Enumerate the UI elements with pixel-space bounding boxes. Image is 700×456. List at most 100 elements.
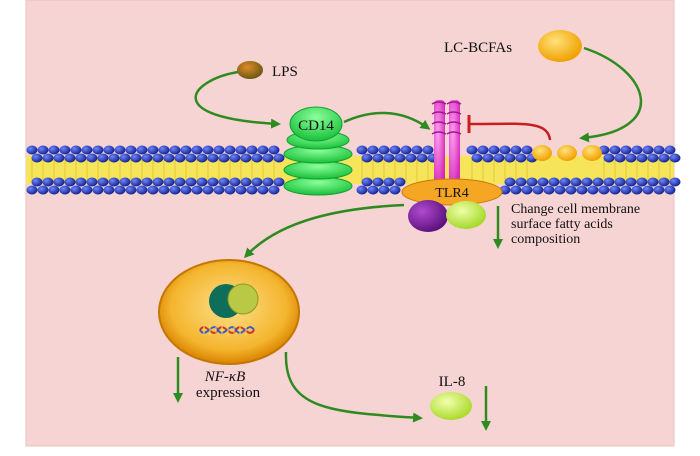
membrane-inner-head-54-3 xyxy=(609,185,621,195)
tlr4-receptor: TLR4 xyxy=(401,100,503,232)
membrane-inner-heads xyxy=(26,177,681,195)
membrane-outer-head-56-1 xyxy=(636,153,648,163)
membrane-inner-head-31-3 xyxy=(356,185,368,195)
membrane-outer-head-31-0 xyxy=(356,145,368,155)
membrane-outer-head-13-0 xyxy=(158,145,170,155)
membrane-inner-head-56-2 xyxy=(636,177,648,187)
membrane-outer-head-23-0 xyxy=(268,145,280,155)
membrane-outer-head-5-1 xyxy=(75,153,87,163)
membrane-inner-head-14-3 xyxy=(169,185,181,195)
membrane-inner-head-22-3 xyxy=(257,185,269,195)
membrane-outer-head-2-0 xyxy=(37,145,49,155)
cd14-disc-3 xyxy=(283,160,353,180)
membrane-outer-head-12-0 xyxy=(147,145,159,155)
arrow-lps-to-cd14 xyxy=(194,70,281,129)
membrane-inner-head-8-3 xyxy=(103,185,115,195)
membrane-outer-heads xyxy=(26,145,681,163)
arrow-nucleus-to-il8 xyxy=(284,351,423,423)
tlr4-label: TLR4 xyxy=(435,186,468,201)
nfkb-expression-label: expression xyxy=(196,385,261,401)
membrane-outer-head-6-0 xyxy=(81,145,93,155)
membrane-outer-head-6-1 xyxy=(86,153,98,163)
membrane-inner-head-15-2 xyxy=(185,177,197,187)
membrane-inner-head-2-3 xyxy=(37,185,49,195)
membrane-inner-head-4-2 xyxy=(64,177,76,187)
membrane-inner-head-10-2 xyxy=(130,177,142,187)
membrane-inner-head-34-2 xyxy=(394,177,406,187)
tlr4-base xyxy=(401,178,503,206)
membrane-inner-head-52-2 xyxy=(592,177,604,187)
membrane-outer-head-57-1 xyxy=(647,153,659,163)
membrane-inner-head-46-3 xyxy=(521,185,533,195)
membrane-outer-head-32-1 xyxy=(372,153,384,163)
membrane-outer-head-45-0 xyxy=(510,145,522,155)
lc-bcfa-inserted-1 xyxy=(532,145,552,161)
membrane-inner-head-51-3 xyxy=(576,185,588,195)
membrane-inner-head-55-3 xyxy=(620,185,632,195)
arrow-tlr4-to-nucleus xyxy=(243,203,405,259)
membrane-outer-head-15-1 xyxy=(185,153,197,163)
membrane-inner-head-45-2 xyxy=(515,177,527,187)
membrane-inner-head-33-2 xyxy=(383,177,395,187)
membrane-outer-head-22-0 xyxy=(257,145,269,155)
membrane-inner-head-20-2 xyxy=(240,177,252,187)
membrane-outer-head-17-0 xyxy=(202,145,214,155)
membrane-outer-head-55-0 xyxy=(620,145,632,155)
membrane-outer-head-9-0 xyxy=(114,145,126,155)
membrane-inner-head-58-3 xyxy=(653,185,665,195)
cd14-receptor: CD14 xyxy=(283,106,353,196)
membrane-inner-head-49-2 xyxy=(559,177,571,187)
membrane-inner-head-56-3 xyxy=(631,185,643,195)
membrane-outer-head-56-0 xyxy=(631,145,643,155)
membrane-outer-head-43-1 xyxy=(493,153,505,163)
membrane-outer-head-4-0 xyxy=(59,145,71,155)
membrane-outer-head-11-1 xyxy=(141,153,153,163)
membrane-inner-head-58-2 xyxy=(658,177,670,187)
membrane-outer-head-59-1 xyxy=(669,153,681,163)
membrane-outer-head-45-1 xyxy=(515,153,527,163)
membrane-inner-head-59-2 xyxy=(669,177,681,187)
membrane-outer-head-35-0 xyxy=(400,145,412,155)
membrane-inner-head-53-2 xyxy=(603,177,615,187)
membrane-outer-head-42-0 xyxy=(477,145,489,155)
lc-bcfas-label: LC-BCFAs xyxy=(444,40,512,56)
membrane-inner-head-57-2 xyxy=(647,177,659,187)
membrane-outer-head-11-0 xyxy=(136,145,148,155)
membrane-outer-head-16-0 xyxy=(191,145,203,155)
tlr4-stalk-right xyxy=(446,100,462,184)
cd14-label: CD14 xyxy=(298,118,334,134)
il8-group: IL-8 xyxy=(430,374,491,431)
membrane-outer-head-3-1 xyxy=(53,153,65,163)
membrane-inner-head-21-2 xyxy=(251,177,263,187)
membrane-inner-head-8-2 xyxy=(108,177,120,187)
membrane-outer-head-34-1 xyxy=(394,153,406,163)
membrane-inner-head-22-2 xyxy=(262,177,274,187)
membrane-outer-head-44-1 xyxy=(504,153,516,163)
cd14-disc-4 xyxy=(283,176,353,196)
membrane-inner-head-6-3 xyxy=(81,185,93,195)
membrane-outer-head-20-0 xyxy=(235,145,247,155)
membrane-outer-head-8-0 xyxy=(103,145,115,155)
membrane-inner-head-31-2 xyxy=(361,177,373,187)
membrane-outer-head-23-1 xyxy=(273,153,285,163)
membrane-inner-head-50-3 xyxy=(565,185,577,195)
membrane-outer-head-35-1 xyxy=(405,153,417,163)
lps-molecule-icon xyxy=(237,61,263,79)
il8-molecule-icon xyxy=(430,392,472,420)
membrane-outer-head-20-1 xyxy=(240,153,252,163)
membrane-outer-head-37-0 xyxy=(422,145,434,155)
membrane-inner-head-18-2 xyxy=(218,177,230,187)
membrane-inner-head-4-3 xyxy=(59,185,71,195)
membrane-outer-head-13-1 xyxy=(163,153,175,163)
lps-group: LPS xyxy=(194,61,298,129)
membrane-outer-head-19-1 xyxy=(229,153,241,163)
membrane-outer-head-54-0 xyxy=(609,145,621,155)
membrane-outer-head-34-0 xyxy=(389,145,401,155)
membrane-outer-head-3-0 xyxy=(48,145,60,155)
membrane-inner-head-23-3 xyxy=(268,185,280,195)
membrane-outer-head-9-1 xyxy=(119,153,131,163)
membrane-inner-head-20-3 xyxy=(235,185,247,195)
nfkb-label: NF-κB xyxy=(204,369,246,385)
membrane-outer-head-58-0 xyxy=(653,145,665,155)
membrane-outer-head-21-0 xyxy=(246,145,258,155)
